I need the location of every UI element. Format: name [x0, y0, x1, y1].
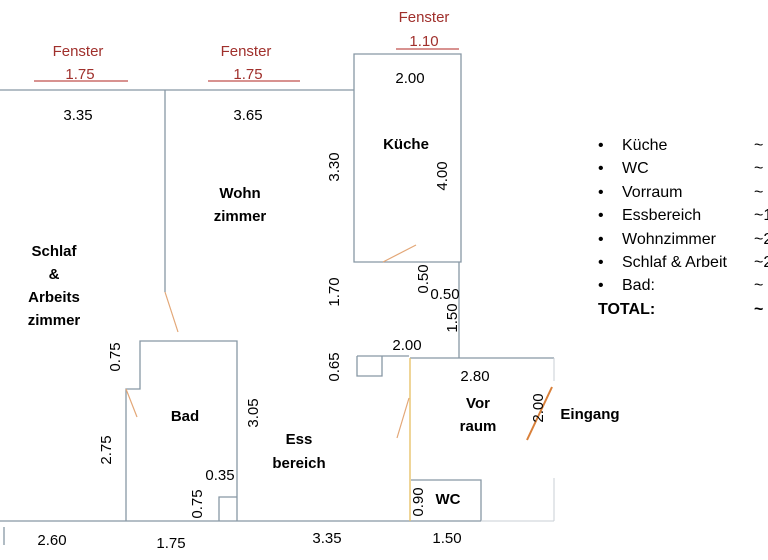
legend-item-name: Essbereich	[622, 207, 702, 225]
room-wohn-line1: Wohn	[219, 185, 260, 202]
room-kueche: Küche	[383, 136, 429, 153]
dim-kueche-door: 0.50	[415, 264, 432, 293]
windows: Fenster 1.75 Fenster 1.75 Fenster 1.10	[34, 9, 459, 83]
window-3-label: Fenster	[399, 9, 450, 26]
dim-ess-step: 0.65	[326, 352, 343, 381]
wall-ess-nook	[356, 356, 383, 377]
door-eingang	[526, 386, 553, 441]
dim-ess-top: 2.00	[392, 337, 421, 354]
dim-bad-nook: 0.35	[205, 467, 234, 484]
door-ess	[396, 397, 410, 439]
legend-bullet: •	[598, 277, 604, 295]
window-3-width: 1.10	[409, 33, 438, 50]
room-bad: Bad	[171, 408, 199, 425]
dim-bad-wall: 3.05	[245, 398, 262, 427]
legend-item-essbereich: • Essbereich ~1	[596, 204, 768, 227]
room-ess-line2: bereich	[272, 455, 325, 472]
legend-item-value: ~1	[754, 207, 768, 225]
doors	[125, 244, 553, 521]
dim-kueche-width: 2.00	[395, 70, 424, 87]
legend-total-value: ~	[754, 300, 764, 318]
legend-item-wohnzimmer: • Wohnzimmer ~2	[596, 228, 768, 251]
legend-item-name: Vorraum	[622, 183, 683, 201]
legend-item-name: Küche	[622, 137, 668, 154]
dim-hall-vertical: 1.50	[444, 303, 461, 332]
legend-item-schlaf-arbeit: • Schlaf & Arbeit ~2	[596, 251, 768, 274]
legend-item-value: ~	[754, 137, 764, 154]
wall-wc	[411, 479, 482, 521]
dim-schlaf-width: 3.35	[63, 107, 92, 124]
door-kueche	[382, 244, 417, 263]
legend-bullet: •	[598, 137, 604, 154]
legend-item-value: ~	[754, 183, 764, 201]
room-vor-line2: raum	[460, 418, 497, 435]
legend-item-kueche: • Küche ~	[596, 134, 768, 157]
room-wohn-line2: zimmer	[214, 208, 267, 225]
wall-bad-nook	[218, 496, 237, 521]
walls	[0, 53, 555, 545]
dim-kueche-gap: 0.50	[430, 286, 459, 303]
room-wc: WC	[436, 491, 461, 508]
dim-bottom-ess: 3.35	[312, 530, 341, 547]
window-2-width: 1.75	[233, 66, 262, 83]
dim-bottom-bad: 1.75	[156, 535, 185, 552]
dim-bottom-wc: 1.50	[432, 530, 461, 547]
room-schlaf-line2: &	[49, 266, 60, 283]
legend-total-name: TOTAL:	[598, 300, 656, 318]
room-labels: Küche Wohn zimmer Schlaf & Arbeits zimme…	[28, 136, 620, 508]
legend-item-name: Schlaf & Arbeit	[622, 254, 727, 272]
room-schlaf-line3: Arbeits	[28, 289, 80, 306]
dim-bad-nook-height: 0.75	[189, 489, 206, 518]
room-schlaf-line1: Schlaf	[31, 243, 77, 260]
door-schlaf	[164, 291, 179, 333]
legend-item-name: WC	[622, 160, 649, 178]
legend-item-value: ~2	[754, 230, 768, 248]
window-2-label: Fenster	[221, 43, 272, 60]
wall-bad	[125, 340, 238, 521]
room-ess-line1: Ess	[286, 431, 313, 448]
room-eingang: Eingang	[560, 406, 619, 423]
legend-bullet: •	[598, 207, 604, 225]
area-legend: • Küche ~ • WC ~ • Vorraum ~ • Essbereich ~1 • Wo…	[596, 134, 768, 321]
dim-vor-width: 2.80	[460, 368, 489, 385]
room-schlaf-line4: zimmer	[28, 312, 81, 329]
room-vor-line1: Vor	[466, 395, 490, 412]
door-bad	[125, 388, 138, 418]
dim-bad-height: 2.75	[98, 435, 115, 464]
legend-item-name: Wohnzimmer	[622, 230, 716, 248]
dim-bad-top: 0.75	[107, 342, 124, 371]
window-1-label: Fenster	[53, 43, 104, 60]
wall-kueche	[353, 53, 462, 263]
legend-item-bad: • Bad: ~	[596, 274, 768, 297]
legend-item-value: ~	[754, 277, 764, 295]
legend-bullet: •	[598, 254, 604, 272]
dim-passage: 1.70	[326, 277, 343, 306]
dim-wohn-depth: 3.30	[326, 152, 343, 181]
window-1-width: 1.75	[65, 66, 94, 83]
dim-bottom-schlaf: 2.60	[37, 532, 66, 549]
legend-bullet: •	[598, 183, 604, 201]
legend-item-wc: • WC ~	[596, 157, 768, 180]
dimension-labels: 3.35 3.65 2.00 4.00 3.30 1.70 0.50 0.50 …	[37, 70, 547, 552]
dim-kueche-height: 4.00	[434, 161, 451, 190]
legend-bullet: •	[598, 160, 604, 178]
legend-total: TOTAL: ~	[596, 298, 768, 321]
legend-bullet: •	[598, 230, 604, 248]
legend-item-vorraum: • Vorraum ~	[596, 181, 768, 204]
dim-wc-height: 0.90	[410, 487, 427, 516]
legend-item-name: Bad:	[622, 277, 655, 295]
dim-wohn-width: 3.65	[233, 107, 262, 124]
legend-item-value: ~2	[754, 254, 768, 272]
legend-item-value: ~	[754, 160, 764, 178]
dim-entrance: 2.00	[530, 393, 547, 422]
